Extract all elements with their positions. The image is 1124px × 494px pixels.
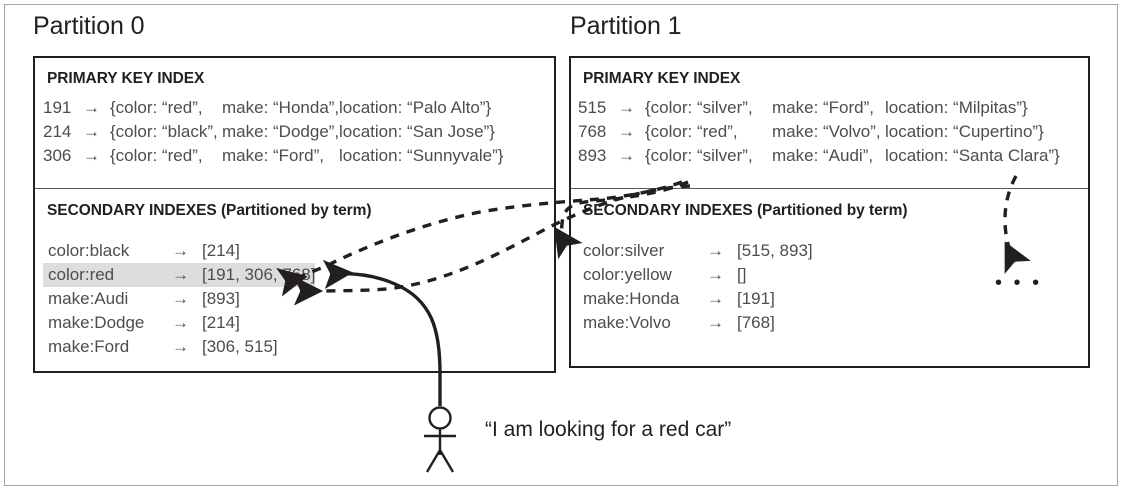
pk-make: make: “Volvo”, <box>772 122 881 141</box>
partition-0-divider <box>35 188 554 189</box>
pk-make: make: “Ford”, <box>772 98 875 117</box>
primary-index-row: 306 → {color: “red”, make: “Ford”, locat… <box>43 144 503 168</box>
pk-make: make: “Audi”, <box>772 146 874 165</box>
posting-list: [191] <box>737 289 775 308</box>
arrow-icon: → <box>618 146 635 165</box>
index-term: make:Audi <box>48 289 129 308</box>
arrow-icon: → <box>172 289 189 308</box>
posting-list: [214] <box>202 313 240 332</box>
primary-index-row: 768 → {color: “red”, make: “Volvo”, loca… <box>578 120 1060 144</box>
arrow-icon: → <box>618 122 635 141</box>
arrow-icon: → <box>172 265 189 284</box>
partition-1-secondary-index-heading: SECONDARY INDEXES (Partitioned by term) <box>583 202 908 219</box>
pk-color: {color: “silver”, <box>645 146 753 165</box>
index-term: color:black <box>48 241 130 260</box>
secondary-index-row: make:Ford → [306, 515] <box>43 335 315 359</box>
partition-1-secondary-index-rows: color:silver → [515, 893] color:yellow →… <box>578 239 813 335</box>
ellipsis-more-terms: • • • <box>995 272 1043 294</box>
arrow-icon: → <box>707 265 724 284</box>
arrow-icon: → <box>83 122 100 141</box>
pk-make: make: “Ford”, <box>222 146 325 165</box>
secondary-index-row-highlighted: color:red → [191, 306, 768] <box>43 263 316 287</box>
user-quote: “I am looking for a red car” <box>485 418 732 441</box>
pk-id: 191 <box>43 98 72 117</box>
partition-1-primary-index-heading: PRIMARY KEY INDEX <box>583 70 741 87</box>
pk-location: location: “Palo Alto”} <box>339 98 492 117</box>
posting-list: [306, 515] <box>202 337 278 356</box>
partition-1-primary-index-rows: 515 → {color: “silver”, make: “Ford”, lo… <box>578 96 1060 168</box>
pk-color: {color: “red”, <box>110 98 203 117</box>
pk-id: 515 <box>578 98 607 117</box>
index-term: make:Ford <box>48 337 130 356</box>
pk-id: 768 <box>578 122 607 141</box>
partition-0-primary-index-rows: 191 → {color: “red”, make: “Honda”, loca… <box>43 96 503 168</box>
pk-id: 306 <box>43 146 72 165</box>
pk-location: location: “Cupertino”} <box>885 122 1044 141</box>
posting-list: [515, 893] <box>737 241 813 260</box>
posting-list: [768] <box>737 313 775 332</box>
secondary-index-row: make:Honda → [191] <box>578 287 813 311</box>
arrow-icon: → <box>707 289 724 308</box>
primary-index-row: 515 → {color: “silver”, make: “Ford”, lo… <box>578 96 1060 120</box>
secondary-index-row: color:silver → [515, 893] <box>578 239 813 263</box>
arrow-icon: → <box>707 313 724 332</box>
secondary-index-row: color:black → [214] <box>43 239 315 263</box>
secondary-index-row: make:Dodge → [214] <box>43 311 315 335</box>
arrow-icon: → <box>83 98 100 117</box>
pk-color: {color: “red”, <box>110 146 203 165</box>
posting-list: [214] <box>202 241 240 260</box>
index-term: make:Volvo <box>583 313 671 332</box>
primary-index-row: 893 → {color: “silver”, make: “Audi”, lo… <box>578 144 1060 168</box>
partition-0-secondary-index-heading: SECONDARY INDEXES (Partitioned by term) <box>47 202 372 219</box>
arrow-icon: → <box>172 313 189 332</box>
pk-location: location: “Santa Clara”} <box>885 146 1060 165</box>
pk-color: {color: “red”, <box>645 122 738 141</box>
pk-location: location: “Milpitas”} <box>885 98 1028 117</box>
secondary-index-row: color:yellow → [] <box>578 263 813 287</box>
stick-figure-icon <box>424 406 456 473</box>
pk-id: 893 <box>578 146 607 165</box>
arrow-icon: → <box>172 241 189 260</box>
posting-list: [] <box>737 265 747 284</box>
partition-1-title: Partition 1 <box>570 12 682 40</box>
secondary-index-row: make:Volvo → [768] <box>578 311 813 335</box>
pk-color: {color: “silver”, <box>645 98 753 117</box>
secondary-index-row: make:Audi → [893] <box>43 287 315 311</box>
index-term: make:Dodge <box>48 313 145 332</box>
pk-make: make: “Dodge”, <box>222 122 340 141</box>
partition-1-divider <box>571 188 1088 189</box>
posting-list: [893] <box>202 289 240 308</box>
arrow-icon: → <box>707 241 724 260</box>
pk-color: {color: “black”, <box>110 122 218 141</box>
pk-location: location: “Sunnyvale”} <box>339 146 504 165</box>
partition-0-title: Partition 0 <box>33 12 145 40</box>
partition-0-primary-index-heading: PRIMARY KEY INDEX <box>47 70 205 87</box>
index-term: color:red <box>48 265 115 284</box>
pk-make: make: “Honda”, <box>222 98 340 117</box>
arrow-icon: → <box>618 98 635 117</box>
primary-index-row: 214 → {color: “black”, make: “Dodge”, lo… <box>43 120 503 144</box>
arrow-icon: → <box>172 337 189 356</box>
index-term: color:silver <box>583 241 665 260</box>
primary-index-row: 191 → {color: “red”, make: “Honda”, loca… <box>43 96 503 120</box>
index-term: color:yellow <box>583 265 672 284</box>
arrow-icon: → <box>83 146 100 165</box>
index-term: make:Honda <box>583 289 680 308</box>
partition-0-secondary-index-rows: color:black → [214] color:red → [191, 30… <box>43 239 316 359</box>
posting-list: [191, 306, 768] <box>202 265 316 284</box>
pk-location: location: “San Jose”} <box>339 122 495 141</box>
pk-id: 214 <box>43 122 72 141</box>
